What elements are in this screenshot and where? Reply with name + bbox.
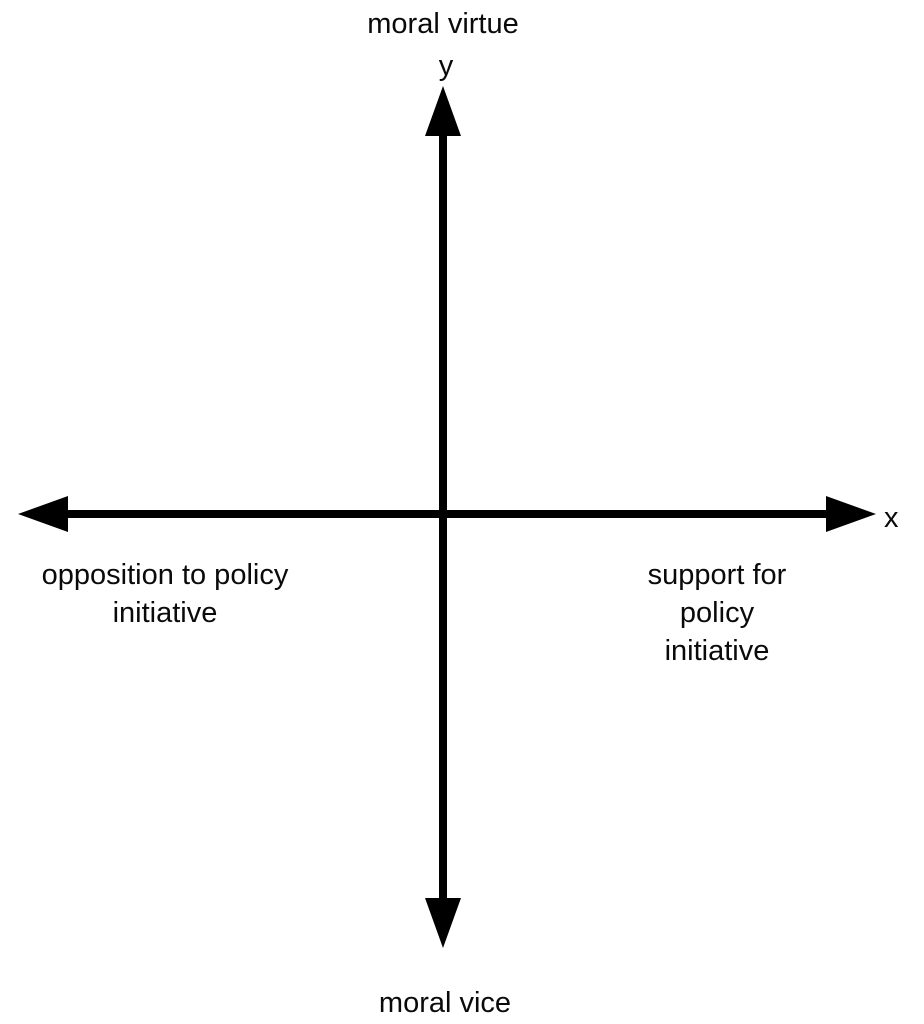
x-axis-positive-label: support for policy initiative [647,559,787,667]
left-arrowhead-icon [18,496,68,532]
y-axis-positive-label: moral virtue [367,8,519,40]
x-axis-negative-label: opposition to policy initiative [41,559,289,629]
down-arrowhead-icon [425,898,461,948]
up-arrowhead-icon [425,86,461,136]
x-axis-symbol: x [884,502,899,534]
y-axis-symbol: y [438,50,454,82]
y-axis-negative-label: moral vice [378,987,512,1019]
right-arrowhead-icon [826,496,876,532]
